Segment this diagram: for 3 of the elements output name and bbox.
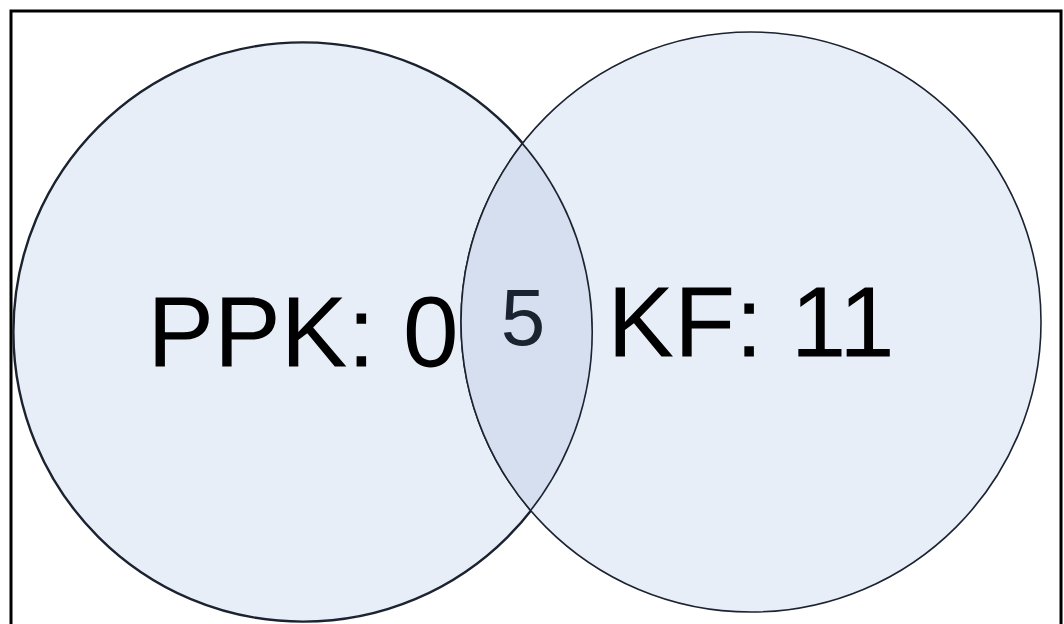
node-label: PPK: 0 (155, 296, 455, 368)
node-label: KF: 11 (615, 287, 890, 357)
count-label: 5 (503, 290, 542, 346)
